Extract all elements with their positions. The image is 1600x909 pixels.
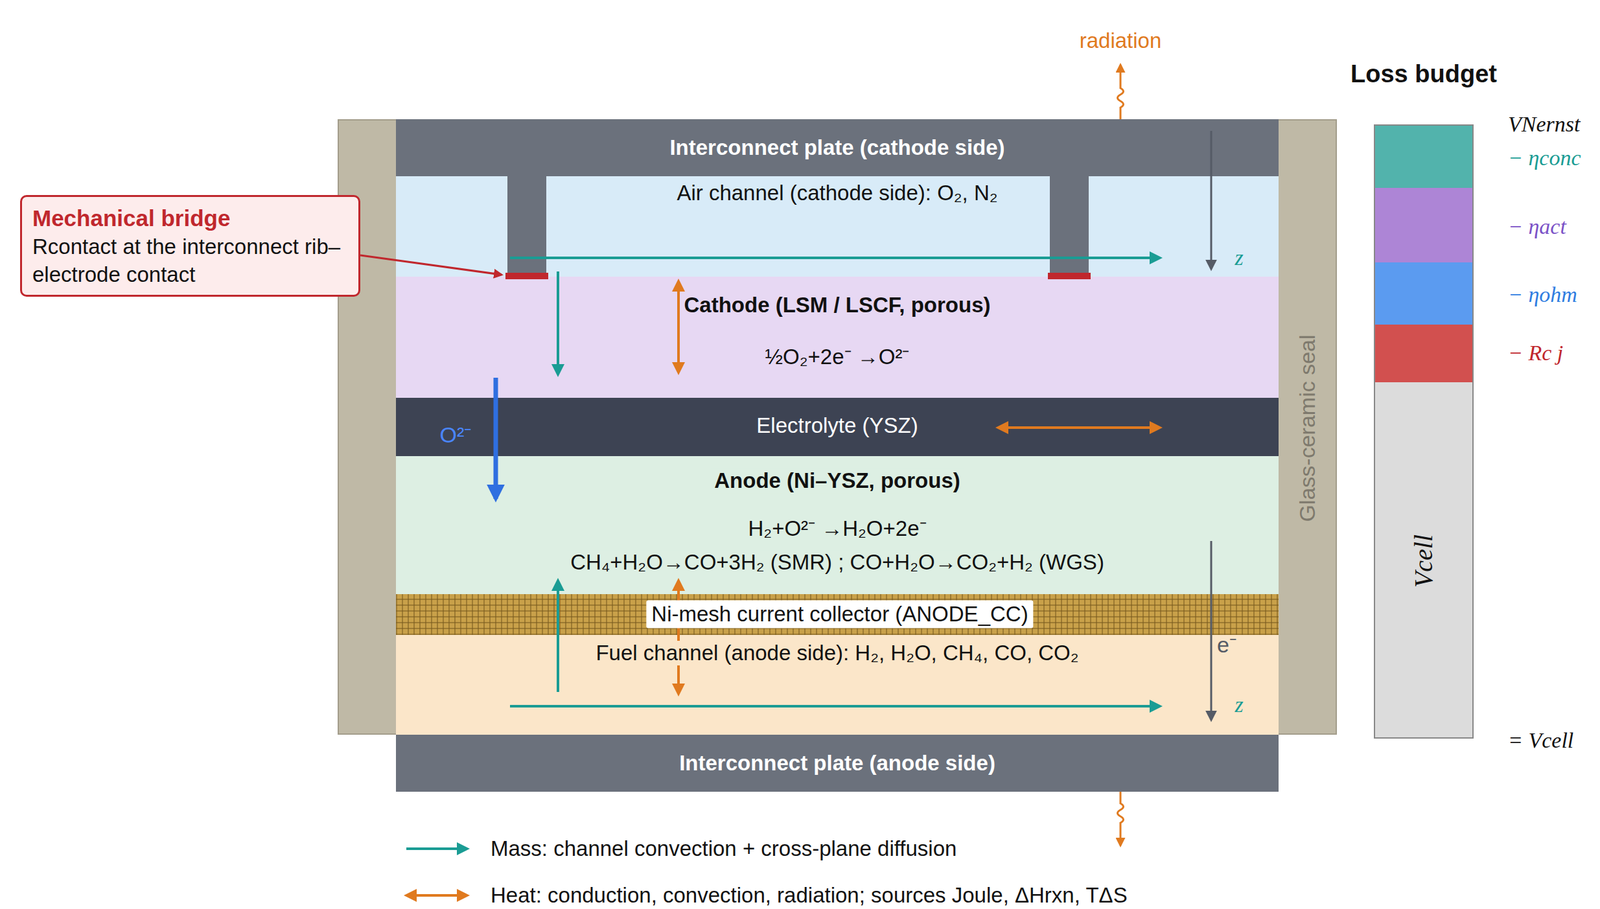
- mass-diffusion-arrow: [556, 580, 560, 693]
- interconnect-rib: [507, 176, 547, 277]
- label-text: = Vcell: [1507, 727, 1574, 754]
- contact-resistance-pad: [1047, 272, 1091, 280]
- seal-frame: Glass-ceramic seal Interconnect plate (ca…: [337, 119, 1337, 735]
- radiation-arrow: [1117, 791, 1124, 846]
- node-heading: Fuel channel (anode side): H₂, H₂O, CH₄,…: [591, 640, 1083, 666]
- legend-sample: [406, 894, 468, 897]
- current-collector-mesh: Ni-mesh current collector (ANODE_CC): [395, 594, 1279, 636]
- legend-sample: [406, 847, 468, 851]
- axis-arrow: [1210, 541, 1213, 720]
- label-text: − ηconc: [1507, 145, 1582, 171]
- node-heading: Cathode (LSM / LSCF, porous): [680, 292, 995, 318]
- label-text: z: [1234, 244, 1243, 271]
- node-heading: Loss budget: [1350, 60, 1497, 89]
- loss-segment: [1375, 324, 1473, 383]
- interconnect-plate: Interconnect plate (anode side): [395, 734, 1279, 792]
- mass-flow-arrow: [510, 256, 1160, 260]
- label-text: radiation: [1079, 28, 1162, 54]
- mass-diffusion-arrow: [556, 271, 560, 375]
- node-heading: Electrolyte (YSZ): [756, 413, 918, 439]
- heat-arrow: [997, 426, 1160, 429]
- interconnect-plate: Interconnect plate (cathode side): [395, 119, 1279, 177]
- node-heading: Vcell: [1408, 534, 1439, 588]
- loss-segment: [1375, 187, 1473, 263]
- oxide-ion-arrow: [493, 377, 499, 499]
- cathode-layer: Cathode (LSM / LSCF, porous) ½O₂+2e⁻ →O²⁻: [395, 276, 1279, 398]
- legend-text: Mass: channel convection + cross-plane d…: [490, 836, 957, 862]
- node-heading: Interconnect plate (cathode side): [669, 135, 1005, 161]
- radiation-arrow: [1117, 64, 1124, 120]
- node-text: CH₄+H₂O→CO+3H₂ (SMR) ; CO+H₂O→CO₂+H₂ (WG…: [566, 550, 1109, 575]
- legend-text: Heat: conduction, convection, radiation;…: [490, 883, 1128, 908]
- axis-arrow: [1210, 130, 1213, 269]
- interconnect-rib: [1049, 176, 1089, 277]
- node-heading: Interconnect plate (anode side): [679, 751, 996, 776]
- node-heading: Ni-mesh current collector (ANODE_CC): [646, 600, 1033, 629]
- mass-flow-arrow: [510, 705, 1160, 708]
- label-text: − Rc j: [1507, 340, 1564, 366]
- node-heading: Air channel (cathode side): O₂, N₂: [676, 180, 998, 206]
- contact-resistance-pad: [505, 272, 549, 280]
- node-heading: Mechanical bridge: [32, 205, 231, 232]
- loss-segment: [1375, 125, 1473, 188]
- label-text: − ηohm: [1507, 281, 1578, 308]
- fuel-channel: Fuel channel (anode side): H₂, H₂O, CH₄,…: [395, 635, 1279, 735]
- label-text: z: [1234, 692, 1243, 718]
- node-text: H₂+O²⁻ →H₂O+2e⁻: [747, 516, 927, 542]
- loss-segment: Vcell: [1375, 382, 1473, 738]
- leader-line: [360, 255, 502, 275]
- label-text: − ηact: [1507, 213, 1567, 240]
- node-heading: Glass-ceramic seal: [1294, 334, 1321, 522]
- label-text: VNernst: [1507, 111, 1580, 137]
- node-text: ½O₂+2e⁻ →O²⁻: [765, 344, 910, 370]
- label-text: O²⁻: [440, 422, 472, 448]
- loss-segment: [1375, 262, 1473, 325]
- anode-layer: Anode (Ni–YSZ, porous) H₂+O²⁻ →H₂O+2e⁻ CH₄…: [395, 456, 1279, 595]
- heat-arrow: [677, 281, 680, 373]
- node-heading: Anode (Ni–YSZ, porous): [710, 468, 965, 494]
- callout-box: Mechanical bridgeRcontact at the interco…: [20, 195, 361, 297]
- heat-arrow: [677, 580, 680, 695]
- label-text: e⁻: [1217, 632, 1237, 658]
- node-text: Rcontact at the interconnect rib–electro…: [32, 233, 350, 290]
